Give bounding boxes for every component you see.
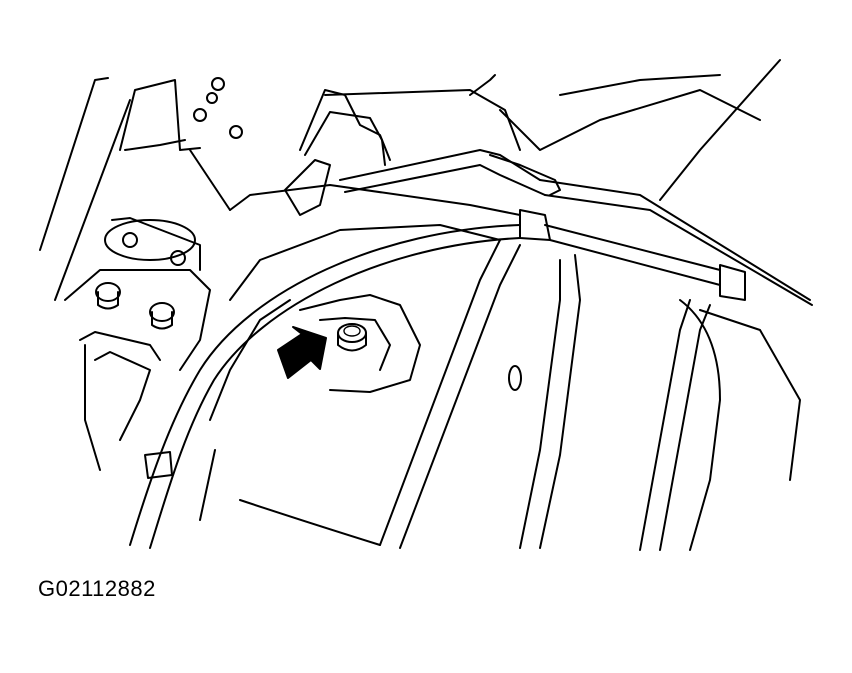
underbody-line-drawing xyxy=(39,59,813,551)
fuel-tank xyxy=(199,59,801,551)
long-cable xyxy=(129,224,521,549)
drain-plug xyxy=(337,323,367,352)
left-body-panel xyxy=(39,77,243,301)
callout-arrow xyxy=(277,326,327,379)
figure-code: G02112882 xyxy=(38,576,156,601)
left-bracket xyxy=(64,217,211,471)
brake-line-assembly xyxy=(229,74,813,306)
